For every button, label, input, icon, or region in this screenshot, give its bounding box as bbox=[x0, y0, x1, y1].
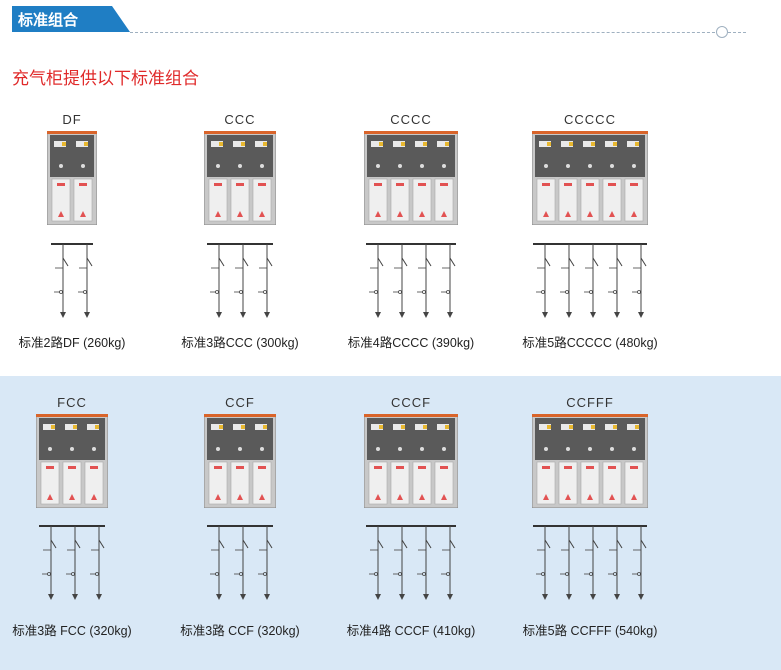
header-divider-tail bbox=[728, 32, 746, 33]
header-end-circle-icon bbox=[716, 26, 728, 38]
cabinet-image bbox=[532, 414, 648, 508]
cabinet-image bbox=[364, 414, 458, 508]
combo-name: CCC bbox=[224, 112, 256, 127]
single-line-diagram bbox=[533, 243, 647, 318]
combo-label: 标准4路 CCCF (410kg) bbox=[346, 624, 476, 638]
combo-label: 标准3路 CCF (320kg) bbox=[180, 624, 300, 638]
header-tab bbox=[12, 6, 130, 32]
cabinet-image bbox=[204, 414, 276, 508]
combo-name: FCC bbox=[57, 395, 87, 410]
single-line-diagram bbox=[207, 525, 273, 600]
header-title: 标准组合 bbox=[18, 11, 79, 29]
single-line-diagram bbox=[51, 243, 93, 318]
combo-name: CCCF bbox=[390, 395, 432, 410]
combo-name: CCFFF bbox=[566, 395, 614, 410]
single-line-diagram bbox=[366, 525, 456, 600]
combo-name: CCCC bbox=[390, 112, 432, 127]
header-divider bbox=[130, 32, 720, 33]
combo-name: CCF bbox=[225, 395, 255, 410]
single-line-diagram bbox=[39, 525, 105, 600]
combo-name: DF bbox=[62, 112, 82, 127]
single-line-diagram bbox=[533, 525, 647, 600]
cabinet-image bbox=[36, 414, 108, 508]
section-header: 标准组合 bbox=[12, 6, 781, 38]
single-line-diagram bbox=[207, 243, 273, 318]
combo-label: 标准3路CCC (300kg) bbox=[181, 336, 299, 350]
combo-label: 标准3路 FCC (320kg) bbox=[12, 624, 132, 638]
subtitle: 充气柜提供以下标准组合 bbox=[12, 69, 199, 89]
single-line-diagram bbox=[366, 243, 456, 318]
cabinet-image bbox=[364, 131, 458, 225]
combo-label: 标准5路CCCCC (480kg) bbox=[522, 336, 658, 350]
cabinet-image bbox=[532, 131, 648, 225]
cabinet-image bbox=[204, 131, 276, 225]
combo-label: 标准5路 CCFFF (540kg) bbox=[522, 624, 658, 638]
combo-name: CCCCC bbox=[564, 112, 616, 127]
combo-label: 标准4路CCCC (390kg) bbox=[347, 336, 475, 350]
cabinet-image bbox=[47, 131, 97, 225]
combo-label: 标准2路DF (260kg) bbox=[18, 336, 126, 350]
